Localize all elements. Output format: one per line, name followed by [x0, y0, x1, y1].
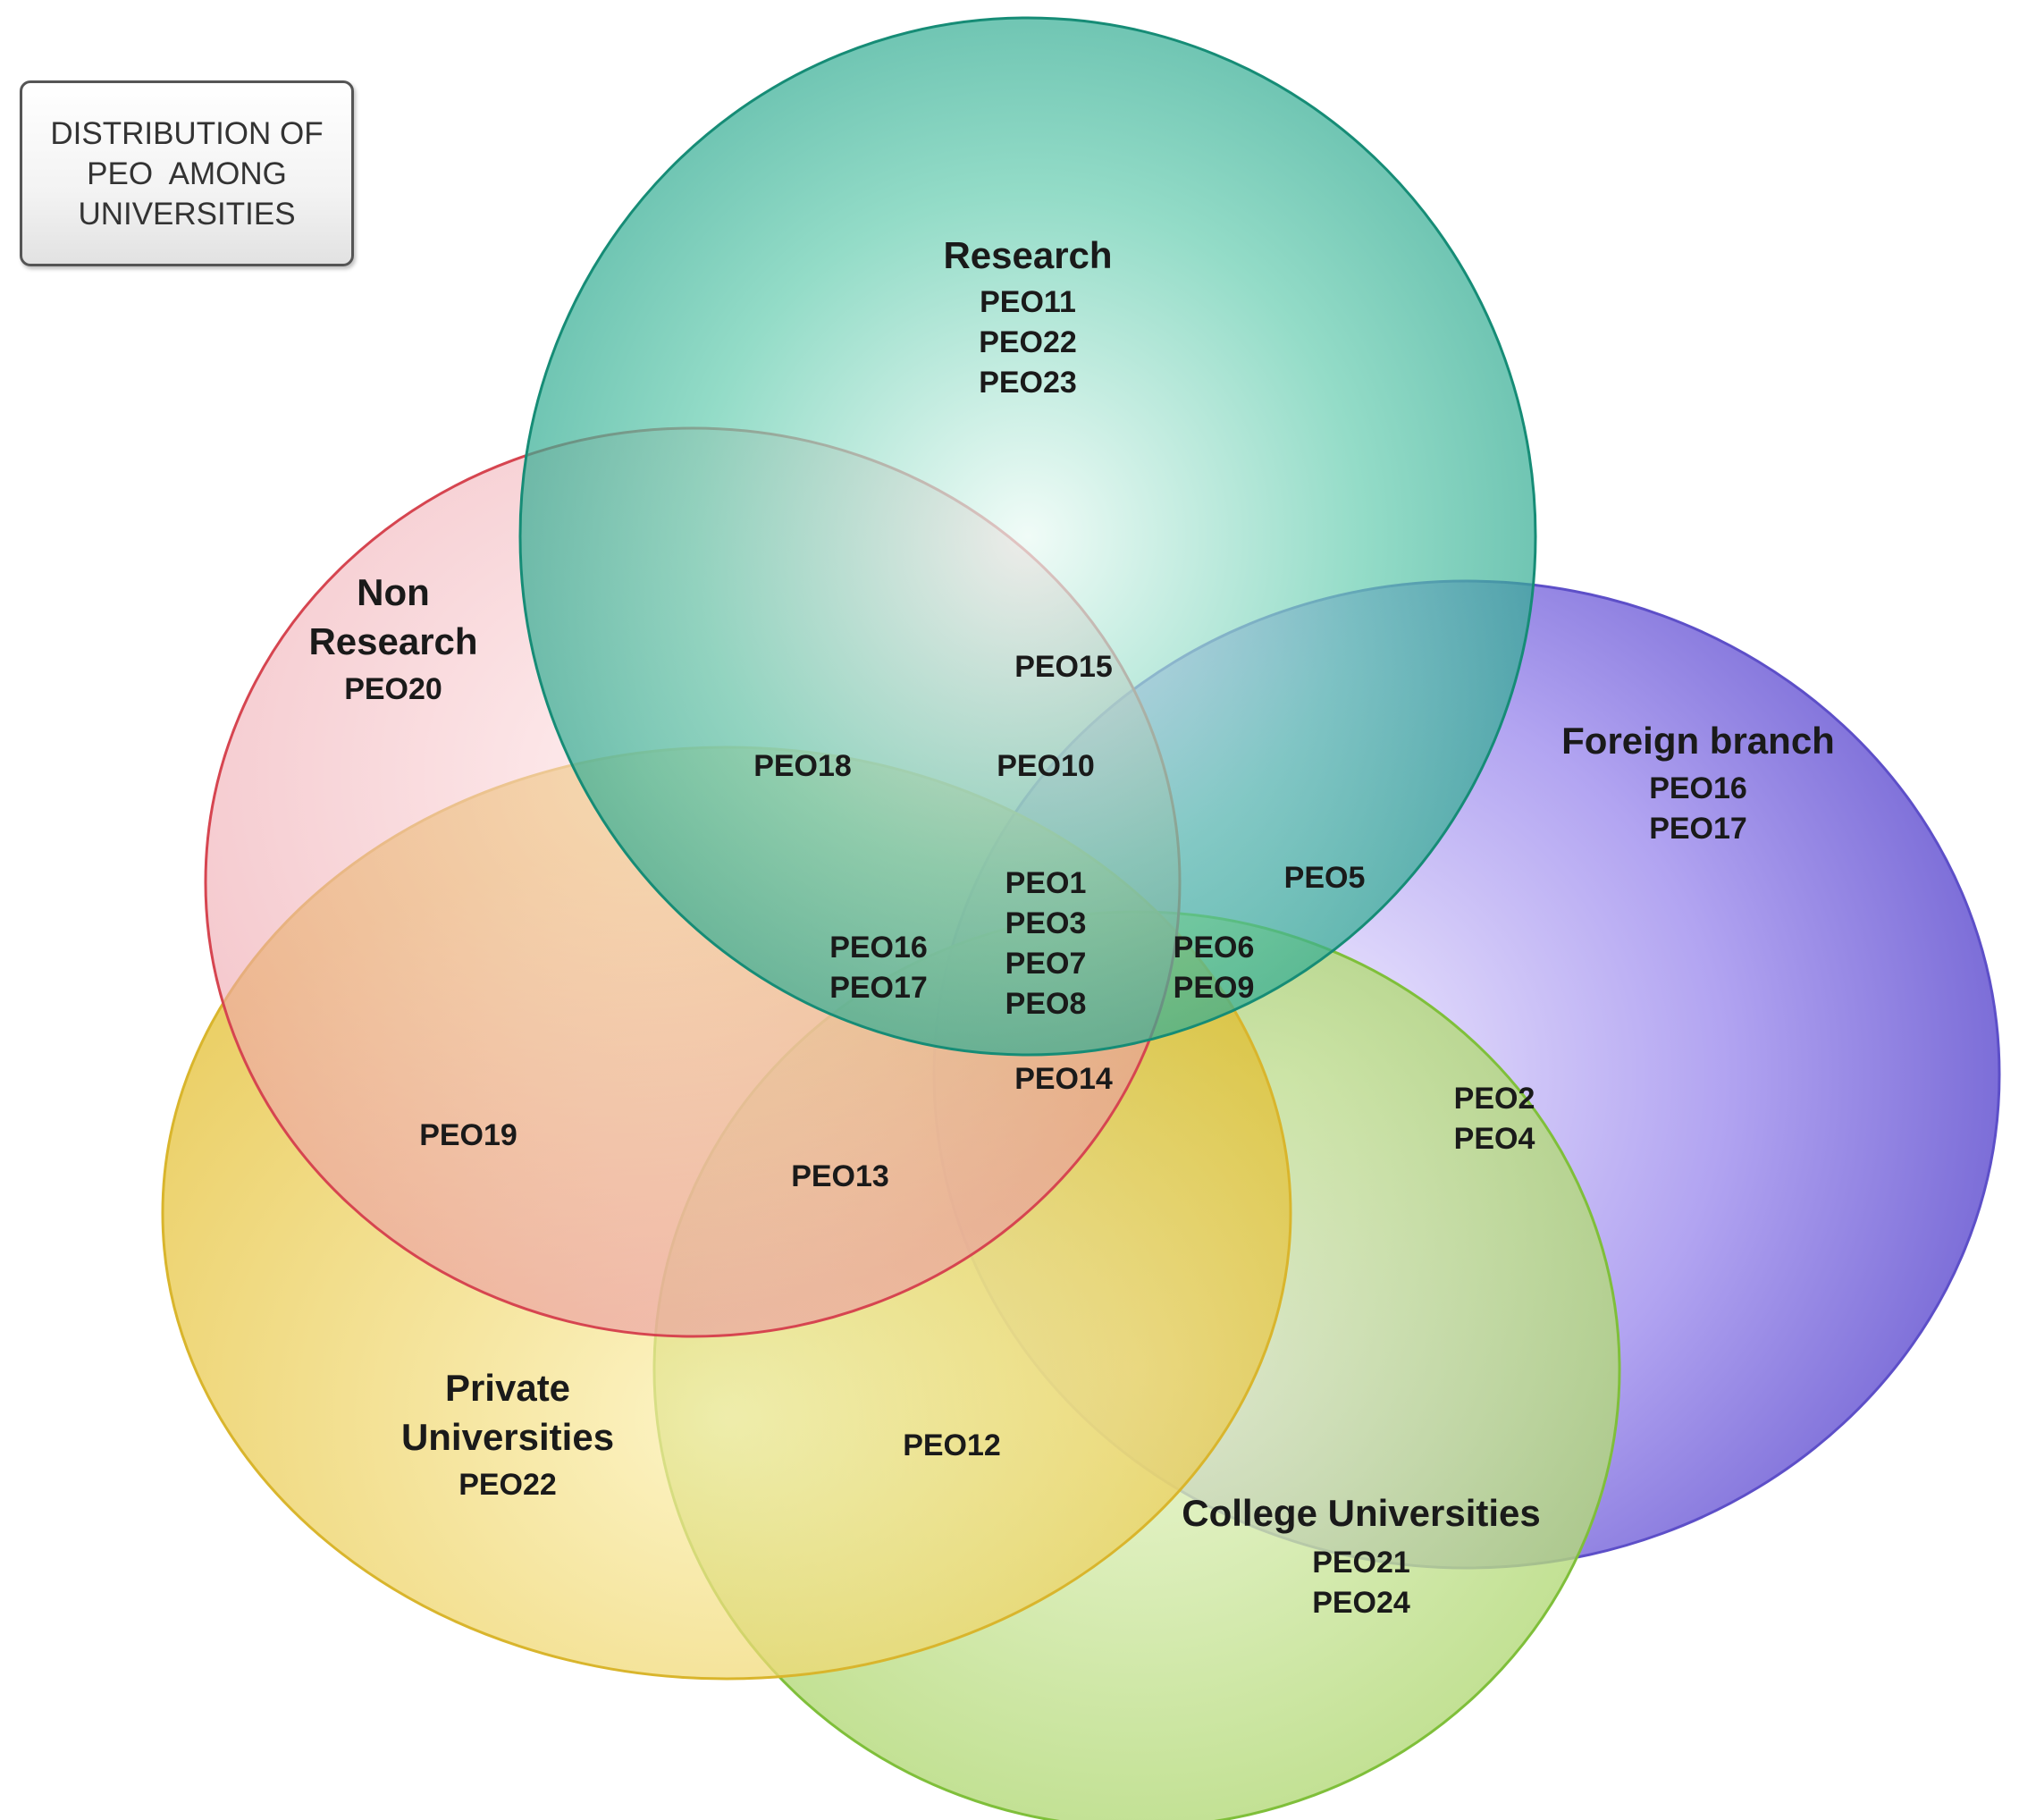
private-universities-label: Universities — [401, 1416, 614, 1458]
research-set — [518, 16, 1537, 1057]
intersection-item: PEO14 — [1014, 1062, 1113, 1096]
college-universities-item: PEO21 — [1312, 1546, 1410, 1580]
college-universities-item: PEO24 — [1312, 1586, 1410, 1620]
research-item: PEO11 — [980, 285, 1076, 319]
foreign-branch-item: PEO17 — [1649, 812, 1747, 846]
intersection-item: PEO9 — [1174, 971, 1255, 1005]
research-label: Research — [943, 234, 1112, 276]
title-line-3: UNIVERSITIES — [78, 196, 296, 232]
intersection-item: PEO18 — [753, 749, 852, 783]
intersection-item: PEO6 — [1174, 931, 1255, 965]
intersection-item: PEO19 — [419, 1118, 517, 1152]
title-box: DISTRIBUTION OF PEO AMONG UNIVERSITIES — [20, 80, 354, 266]
foreign-branch-item: PEO16 — [1649, 771, 1747, 805]
intersection-item: PEO8 — [1005, 987, 1087, 1021]
intersection-item: PEO1 — [1005, 866, 1087, 900]
title-line-2: PEO AMONG — [87, 156, 287, 191]
intersection-item: PEO2 — [1454, 1082, 1535, 1116]
intersection-item: PEO4 — [1454, 1122, 1535, 1156]
private-universities-item: PEO22 — [458, 1468, 557, 1502]
college-universities-label: College Universities — [1182, 1492, 1540, 1534]
intersection-item: PEO10 — [997, 749, 1095, 783]
intersection-item: PEO5 — [1284, 861, 1366, 895]
intersection-item: PEO15 — [1014, 650, 1113, 684]
research-item: PEO22 — [979, 325, 1077, 359]
intersection-item: PEO7 — [1005, 947, 1087, 981]
research-item: PEO23 — [979, 366, 1077, 400]
private-universities-label: Private — [445, 1367, 570, 1409]
non-research-item: PEO20 — [344, 672, 442, 706]
intersection-item: PEO17 — [829, 971, 928, 1005]
intersection-item: PEO12 — [903, 1428, 1001, 1462]
title-line-1: DISTRIBUTION OF — [50, 115, 324, 151]
non-research-label: Research — [308, 620, 477, 662]
non-research-label: Non — [357, 571, 430, 613]
intersection-item: PEO3 — [1005, 906, 1087, 940]
intersection-item: PEO16 — [829, 931, 928, 965]
intersection-item: PEO13 — [791, 1159, 889, 1193]
foreign-branch-label: Foreign branch — [1561, 720, 1835, 762]
